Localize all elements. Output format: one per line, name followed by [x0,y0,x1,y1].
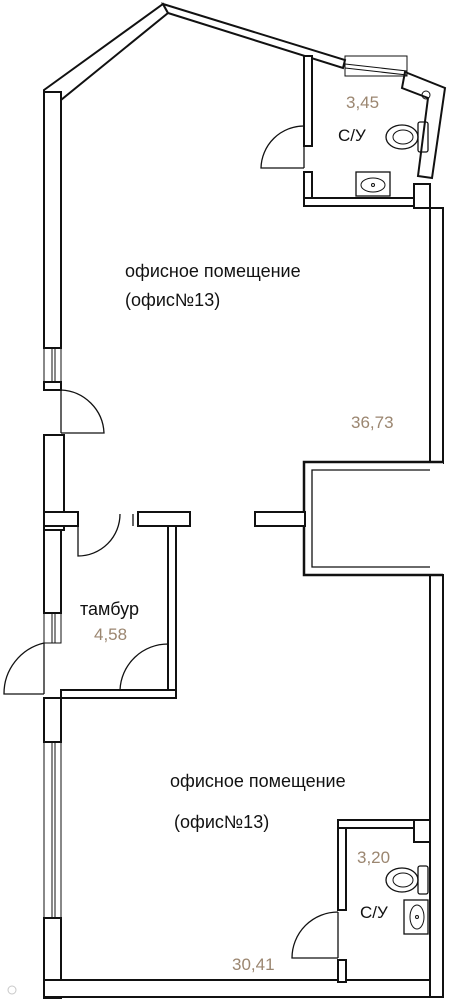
office-upper-number: (офис№13) [125,290,220,310]
vestibule-wall-bottom [60,689,177,699]
wc-upper-partition-bottom [303,197,420,207]
wall-left-upper [43,91,62,349]
wall-top-right-end [400,70,447,180]
wc-upper-area: 3,45 [346,93,379,112]
watermark-icon [7,985,17,995]
vestibule-door-lower [119,643,169,691]
wall-left-lower-a [43,697,62,743]
vestibule-stub-left [43,511,79,527]
wall-top-right-diagonal [160,2,347,70]
office-upper-name: офисное помещение [125,261,301,281]
office-lower-area: 30,41 [232,955,275,974]
vestibule-wall-right [167,525,177,691]
wc-lower-column [413,819,431,843]
vestibule-area: 4,58 [94,625,127,644]
wall-right-recess [302,460,443,577]
wc-lower-partition-left [337,821,347,911]
office-lower-name: офисное помещение [170,771,346,791]
wall-right-lower [429,574,444,998]
wall-right-upper [429,207,444,464]
office-lower-number: (офис№13) [174,812,269,832]
wc-lower-name: С/У [360,903,388,922]
wc-upper-partition-left [303,55,313,147]
office-upper-area: 36,73 [351,413,394,432]
wc-upper-name: С/У [338,126,366,145]
entry-door-upper [60,389,105,434]
vestibule-door-inner [77,512,121,557]
partition-stub-center [254,511,306,527]
wc-upper-window [344,55,408,77]
vestibule-stub-right [137,511,191,527]
sink-lower-icon [403,899,429,935]
vestibule-wall-left [43,434,65,531]
toilet-lower-icon [385,865,429,895]
entry-door-vestibule [3,642,45,695]
vestibule-name: тамбур [80,599,139,619]
wc-lower-door [291,911,339,959]
wall-left-mid-upper [43,381,62,391]
wc-lower-partition-top [337,819,419,829]
wc-lower-area: 3,20 [357,848,390,867]
wc-lower-partition-left-b [337,959,347,983]
drain-upper-icon [421,90,431,100]
sink-upper-icon [355,171,391,197]
wc-upper-door [260,125,305,169]
wc-upper-column [413,183,431,209]
toilet-upper-icon [385,121,429,153]
wall-bottom [43,979,444,998]
wall-top-left-diagonal [43,2,170,109]
